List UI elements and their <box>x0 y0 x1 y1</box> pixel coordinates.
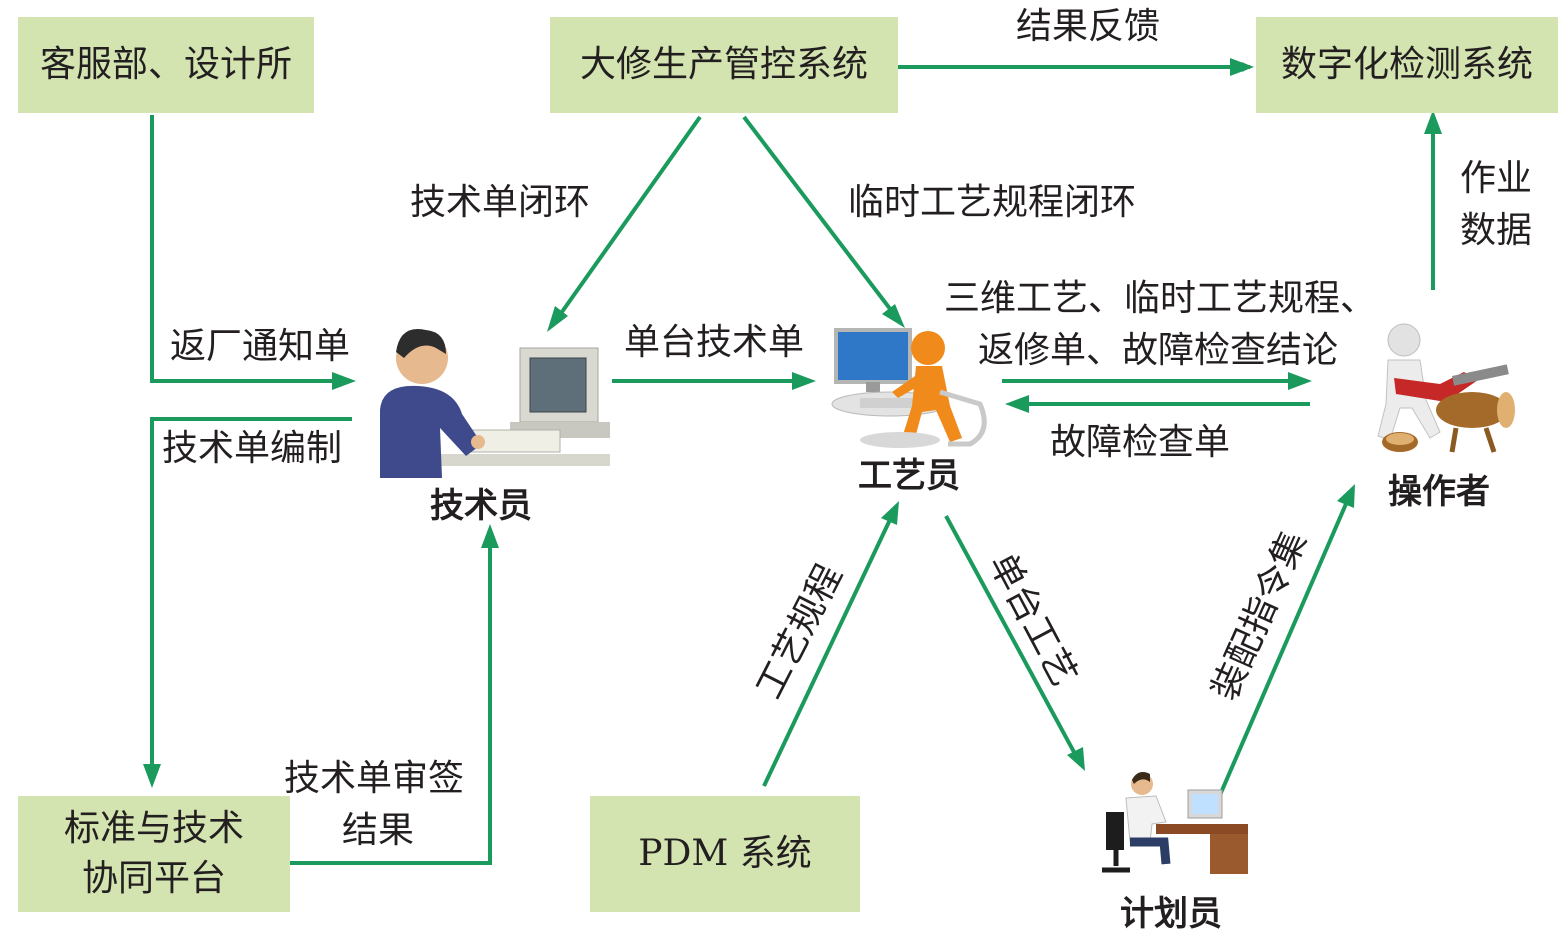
arrowhead-engineer-left <box>792 372 816 390</box>
arrowhead-inspection-bottom <box>1424 110 1442 134</box>
fault-check-sheet-label: 故障检查单 <box>1050 422 1231 463</box>
arrowhead-planner <box>1067 747 1085 771</box>
return-notice-label: 返厂通知单 <box>170 326 351 367</box>
single-tech-order-label: 单台技术单 <box>624 322 805 363</box>
technician-role-label: 技术员 <box>430 486 532 526</box>
arrowhead-engineer-right <box>1005 395 1029 413</box>
work-data-label-line1: 作业 <box>1460 158 1533 199</box>
standards-platform-box: 标准与技术 协同平台 <box>18 796 290 912</box>
arrow-planner-to-operator <box>1218 489 1354 796</box>
arrowhead-operator-bottom <box>1337 484 1355 508</box>
overhaul-system-box: 大修生产管控系统 <box>550 17 898 113</box>
person-at-workstation-icon <box>831 328 987 448</box>
work-data-label-line2: 数据 <box>1460 210 1533 251</box>
arrow-system-to-technician <box>550 115 702 328</box>
arrowhead-technician-top <box>547 306 568 332</box>
review-result-line1: 技术单审签 <box>284 758 465 799</box>
process-docs-line2: 返修单、故障检查结论 <box>978 330 1339 371</box>
arrowhead-operator-left <box>1288 372 1312 390</box>
standards-platform-line1: 标准与技术 <box>63 808 244 849</box>
arrowhead-technician-left <box>332 372 356 390</box>
arrowhead-inspection <box>1230 58 1254 76</box>
arrow-engineer-to-planner <box>944 515 1083 766</box>
technician-at-computer-icon <box>380 328 610 478</box>
arrow-technician-to-platform <box>150 417 352 782</box>
process-docs-line1: 三维工艺、临时工艺规程、 <box>944 278 1377 319</box>
person-at-desk-icon <box>1102 772 1248 874</box>
process-engineer-role-label: 工艺员 <box>858 456 960 496</box>
customer-service-box: 客服部、设计所 <box>18 17 314 113</box>
arrowhead-platform <box>143 764 161 788</box>
arrow-pdm-to-engineer <box>762 506 898 787</box>
customer-service-label: 客服部、设计所 <box>39 44 292 85</box>
temp-process-closed-loop-label: 临时工艺规程闭环 <box>848 182 1137 223</box>
arrow-customer-to-technician <box>150 115 350 383</box>
arrowhead-engineer-top <box>882 304 905 328</box>
overhaul-system-label: 大修生产管控系统 <box>579 44 868 85</box>
digital-inspection-label: 数字化检测系统 <box>1280 44 1533 85</box>
result-feedback-label: 结果反馈 <box>1016 6 1161 47</box>
digital-inspection-box: 数字化检测系统 <box>1256 17 1558 113</box>
review-result-line2: 结果 <box>342 810 415 851</box>
pdm-system-box: PDM 系统 <box>590 796 860 912</box>
arrowhead-engineer-bottom <box>881 501 899 525</box>
tech-order-compile-label: 技术单编制 <box>162 428 343 469</box>
arrow-platform-to-technician <box>290 530 492 865</box>
planner-role-label: 计划员 <box>1120 894 1222 934</box>
arrow-system-to-engineer <box>742 115 902 324</box>
operator-role-label: 操作者 <box>1388 472 1490 512</box>
tech-order-closed-loop-label: 技术单闭环 <box>410 182 591 223</box>
person-with-chainsaw-icon <box>1377 323 1515 453</box>
pdm-system-label: PDM 系统 <box>638 833 812 874</box>
standards-platform-line2: 协同平台 <box>81 858 226 899</box>
arrowhead-technician-bottom <box>481 524 499 548</box>
